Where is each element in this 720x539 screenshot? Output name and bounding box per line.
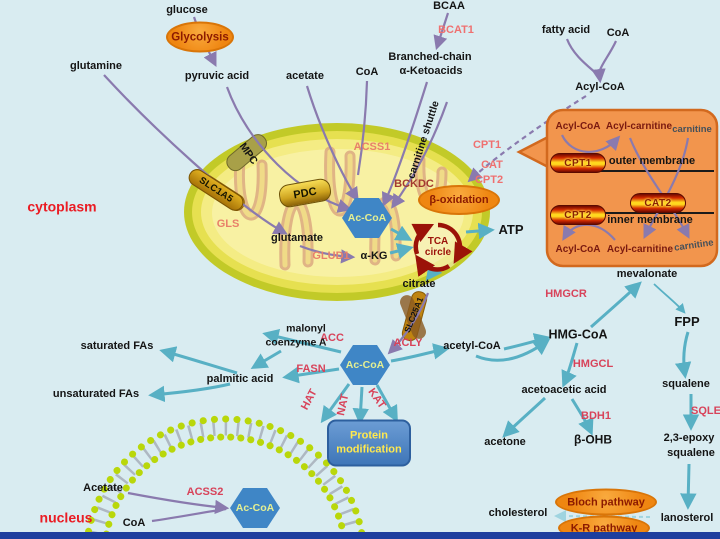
bckdc-label: BCKDC	[394, 178, 434, 191]
acly-label: ACLY	[393, 337, 423, 350]
lanosterol-label: lanosterol	[660, 512, 714, 525]
acss2-label: ACSS2	[186, 486, 224, 499]
acetone-label: acetone	[484, 436, 526, 449]
tca-cycle-icon	[411, 222, 473, 277]
mevalonate-label: mevalonate	[616, 268, 678, 281]
inset-acyl-coa-top-label: Acyl-CoA	[555, 120, 601, 132]
atp-label: ATP	[498, 222, 524, 238]
coenzyme-a-label: coenzyme A	[265, 336, 327, 349]
bcat1-label: BCAT1	[438, 24, 474, 37]
coa-nucleus-label: CoA	[122, 517, 146, 530]
glud1-label: GLUD1	[312, 250, 350, 263]
branched-chain-label: Branched-chain	[388, 51, 472, 64]
fatty-acid-label: fatty acid	[541, 24, 591, 37]
cpt1-capsule: CPT1	[550, 153, 606, 173]
beta-oxidation-badge: β-oxidation	[418, 185, 500, 215]
coa-right-label: CoA	[606, 27, 630, 40]
inset-acyl-coa-bottom-label: Acyl-CoA	[555, 243, 601, 255]
lanosterol-to-cholesterol-arrow	[554, 510, 651, 523]
glutamine-label: glutamine	[70, 60, 122, 73]
mpc-channel	[226, 134, 267, 172]
acss1-label: ACSS1	[353, 141, 391, 154]
acc-label: ACC	[320, 332, 344, 345]
inner-membrane-label: inner membrane	[607, 214, 693, 227]
fpp-label: FPP	[674, 314, 700, 330]
alpha-ketoacids-label: α-Ketoacids	[399, 65, 463, 78]
bloch-pathway-badge: Bloch pathway	[555, 488, 657, 516]
tca-line2-label: circle	[424, 246, 452, 258]
cat-label: CAT	[481, 159, 503, 172]
cpt2-label: CPT2	[474, 174, 504, 187]
purple-routes	[103, 12, 617, 523]
cat2-capsule: CAT2	[630, 193, 686, 213]
acetate-nucleus-label: Acetate	[83, 482, 123, 495]
inset-acyl-carnitine-bottom-label: Acyl-carnitine	[606, 243, 674, 255]
outer-membrane-label: outer membrane	[608, 155, 696, 168]
nucleus-label: nucleus	[39, 509, 93, 526]
gls-label: GLS	[216, 218, 240, 231]
acetate-top-label: acetate	[286, 70, 324, 83]
epoxy-line1-label: 2,3-epoxy	[663, 432, 715, 445]
inset-acyl-carnitine-top-label: Acyl-carnitine	[605, 120, 673, 132]
acetyl-coa-label: acetyl-CoA	[443, 340, 501, 353]
glutamate-label: glutamate	[271, 232, 323, 245]
bdh1-label: BDH1	[581, 410, 611, 423]
citrate-label: citrate	[402, 278, 436, 291]
nuclear-membrane	[83, 415, 367, 539]
alpha-kg-label: α-KG	[360, 250, 388, 263]
epoxy-line2-label: squalene	[667, 447, 715, 460]
hmgcr-label: HMGCR	[545, 288, 587, 301]
saturated-fas-label: saturated FAs	[80, 340, 154, 353]
squalene-label: squalene	[662, 378, 710, 391]
inset-carnitine-top-label: carnitine	[672, 124, 712, 136]
bcaa-label: BCAA	[433, 0, 465, 13]
tca-line1-label: TCA	[427, 235, 449, 247]
beta-ohb-label: β-OHB	[574, 432, 612, 447]
malonyl-label: malonyl	[286, 322, 326, 335]
glycolysis-badge: Glycolysis	[166, 21, 234, 53]
palmitic-acid-label: palmitic acid	[206, 373, 274, 386]
coa-top-label: CoA	[355, 66, 379, 79]
bottom-border-strip	[0, 532, 720, 539]
fasn-label: FASN	[296, 363, 326, 376]
cholesterol-label: cholesterol	[488, 507, 548, 520]
hmgcl-label: HMGCL	[572, 358, 614, 371]
glucose-label: glucose	[166, 4, 208, 17]
acyl-coa-label: Acyl-CoA	[575, 81, 625, 94]
unsaturated-fas-label: unsaturated FAs	[52, 388, 140, 401]
cpt2-capsule: CPT2	[550, 205, 606, 225]
pyruvic-acid-label: pyruvic acid	[184, 70, 250, 83]
acetoacetic-acid-label: acetoacetic acid	[521, 384, 607, 397]
cytoplasm-label: cytoplasm	[27, 198, 97, 215]
sqle-label: SQLE	[691, 405, 720, 418]
hmg-coa-label: HMG-CoA	[548, 327, 608, 342]
cpt1-label: CPT1	[472, 139, 502, 152]
